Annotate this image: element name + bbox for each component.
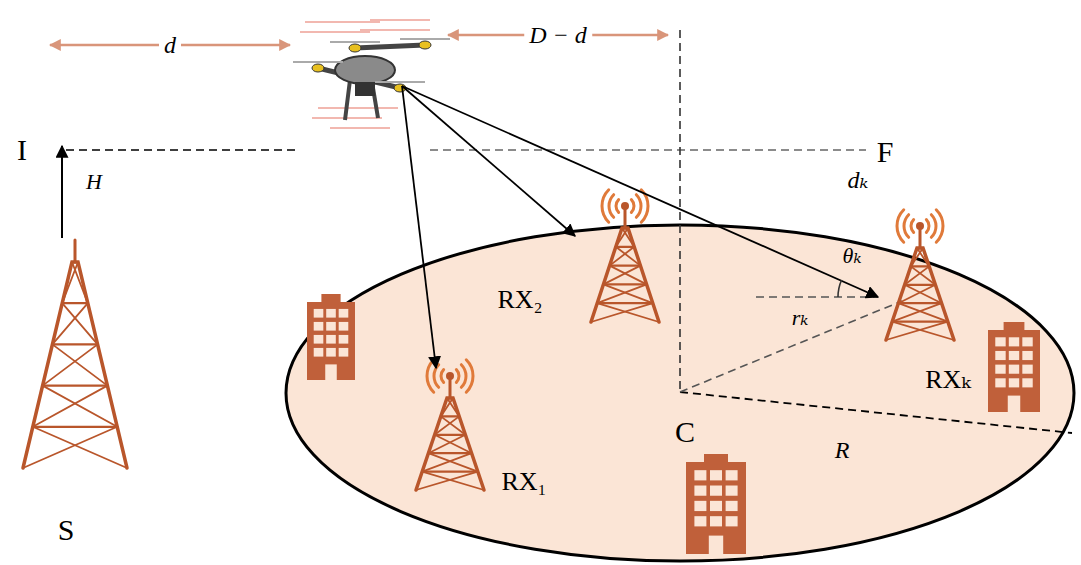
source-label: S [58,515,75,545]
coverage-area [286,225,1074,561]
reference-line [756,296,878,298]
receiver-label: RX₁ [501,469,546,495]
uav-drone [293,20,450,128]
height-label: H [86,171,102,193]
radius-label: R [835,438,850,462]
point-label: I [17,135,27,165]
distance-label: dₖ [848,168,869,192]
radius-label: rₖ [792,307,809,329]
reference-line [66,149,300,151]
building-icon [307,294,355,380]
reference-line [679,30,681,392]
distance-label: D − d [524,23,592,47]
angle-arc [838,280,842,297]
receiver-label: RXₖ [925,367,971,393]
link-arrow [402,86,878,297]
height-arrow [61,146,63,238]
distance-label: d [159,33,181,57]
radius-line [680,301,902,392]
link-arrow [402,86,575,236]
tower-symbol [23,240,127,468]
point-label: F [877,137,894,167]
link-arrow [402,86,436,368]
center-label: C [675,417,695,447]
reference-line [430,149,866,151]
radius-line [680,392,1072,433]
angle-label: θₖ [843,245,862,267]
receiver-label: RX₂ [497,287,542,313]
building-icon [686,454,746,554]
tower-symbol [591,190,659,322]
building-icon [988,322,1040,412]
tower-symbol [416,360,484,490]
tower-symbol [886,210,954,340]
